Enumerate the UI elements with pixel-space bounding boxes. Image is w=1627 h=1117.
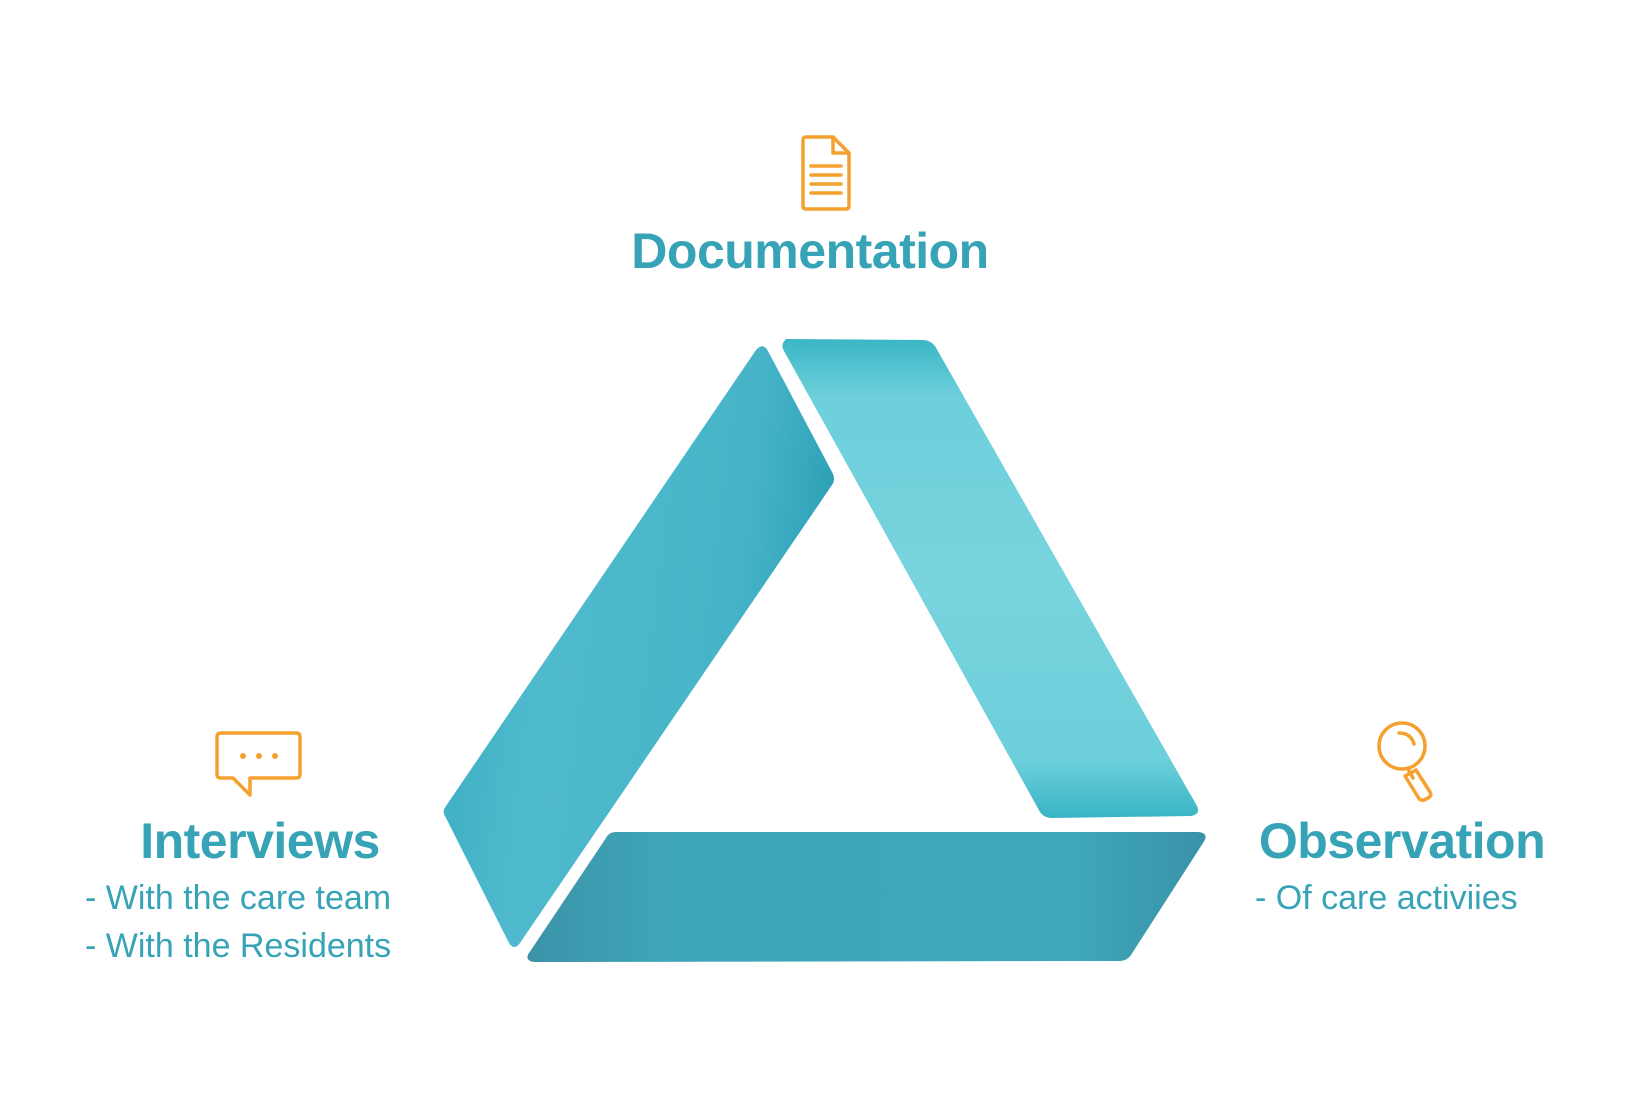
speech-bubble-icon (215, 731, 302, 797)
document-icon (801, 135, 851, 211)
band-right (782, 339, 1199, 818)
observation-title: Observation (1258, 813, 1546, 869)
documentation-title: Documentation (631, 223, 989, 279)
band-left (443, 346, 834, 947)
ellipsis-dots (240, 753, 278, 759)
observation-detail-1: - Of care activiies (1255, 879, 1518, 917)
band-bottom (527, 832, 1206, 962)
interviews-detail-2: - With the Residents (85, 927, 392, 965)
magnifier-icon (1377, 721, 1433, 802)
interviews-detail-1: - With the care team (85, 879, 392, 917)
interviews-node: Interviews - With the care team - With t… (60, 812, 460, 970)
observation-node: Observation - Of care activiies (1222, 812, 1582, 922)
interviews-title: Interviews (140, 813, 380, 869)
documentation-node: Documentation (560, 222, 1060, 280)
